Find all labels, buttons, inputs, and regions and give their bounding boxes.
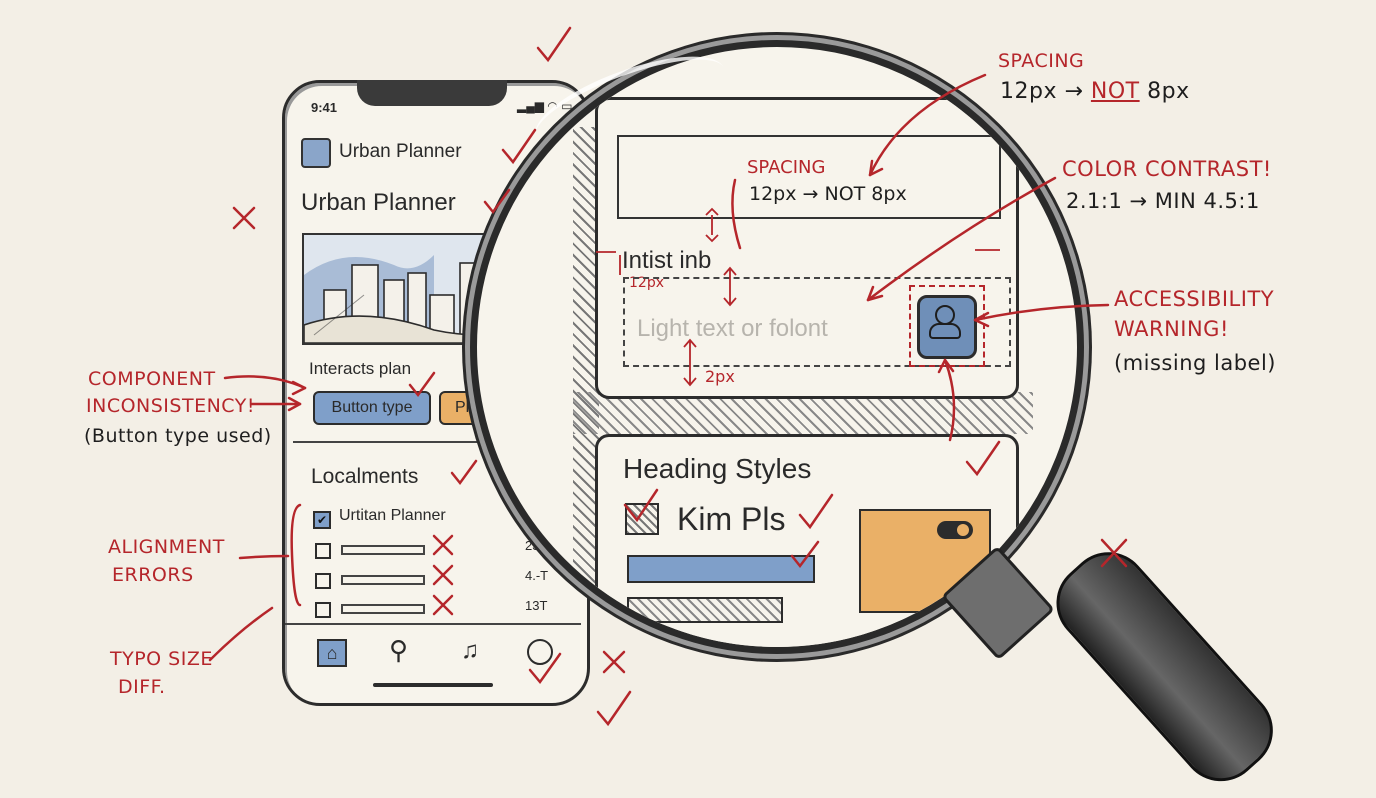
side-value: 4.-T (525, 568, 549, 583)
status-icons: ▂▄▆ ◠ ▭ (517, 99, 573, 113)
user-icon-body (929, 323, 961, 339)
status-time: 9:41 (311, 100, 338, 115)
list-bar (341, 545, 425, 555)
sketch-canvas: { "phone": { "status_time": "9:41", "app… (84, 26, 1290, 798)
checkbox-zoomed[interactable] (625, 503, 659, 535)
profile-icon[interactable] (527, 639, 553, 665)
primary-button[interactable]: Button type (313, 391, 431, 425)
small-gap-label: 12px (629, 275, 664, 291)
side-value: 23 (525, 538, 540, 553)
section-label: Interacts plan (309, 359, 412, 378)
a11y-title-1: ACCESSIBILITY (1114, 287, 1275, 311)
divider (293, 441, 563, 443)
app-name: Urban Planner (339, 141, 462, 162)
typo-title-1: TYPO SIZE (110, 648, 213, 670)
blue-bar (627, 555, 815, 583)
alignment-title-2: ERRORS (112, 564, 194, 586)
input-placeholder: Light text or folont (637, 315, 828, 342)
list-first-checkbox[interactable]: ✔ (313, 511, 331, 529)
toggle-knob (957, 524, 969, 536)
spacing-detail: 12px → NOT 8px (1000, 78, 1190, 106)
bottom-nav (285, 623, 581, 625)
list-checkbox[interactable] (315, 573, 331, 589)
spacing-detail-prefix: 12px → (1000, 79, 1084, 104)
spacing-title: SPACING (998, 50, 1085, 72)
typo-title-2: DIFF. (118, 676, 166, 698)
magnifier-handle (1040, 535, 1290, 798)
list-bar (341, 604, 425, 614)
list-first-item: Urtitan Planner (339, 507, 446, 524)
contrast-title: COLOR CONTRAST! (1062, 157, 1272, 181)
field-label: Intist inb (622, 247, 712, 274)
inner-spacing-label: SPACING (747, 157, 826, 178)
app-logo-icon (301, 138, 331, 168)
component-title-2: INCONSISTENCY! (86, 395, 255, 417)
home-indicator (373, 683, 493, 687)
list-heading: Localments (311, 465, 419, 488)
side-value: 13T (525, 598, 548, 613)
a11y-detail: (missing label) (1114, 351, 1276, 375)
alignment-title-1: ALIGNMENT (108, 536, 225, 558)
component-detail: (Button type used) (84, 425, 272, 447)
warning-frame (909, 285, 985, 367)
list-checkbox[interactable] (315, 543, 331, 559)
spacing-detail-not: NOT (1090, 79, 1140, 104)
home-icon[interactable]: ⌂ (317, 639, 347, 667)
component-title-1: COMPONENT (88, 368, 216, 390)
contrast-detail: 2.1:1 → MIN 4.5:1 (1066, 189, 1260, 213)
list-bar (341, 575, 425, 585)
page-title: Urban Planner (301, 189, 456, 216)
hatch-left (573, 127, 599, 607)
checkbox-text: Kim Pls (677, 501, 786, 537)
phone-notch (357, 80, 507, 106)
a11y-title-2: WARNING! (1114, 317, 1229, 341)
spacing-detail-suffix: 8px (1147, 79, 1190, 104)
heading-styles: Heading Styles (623, 453, 812, 484)
hatched-bar (627, 597, 783, 623)
search-icon[interactable]: ⚲ (389, 635, 409, 665)
bottom-gap-label: 2px (705, 367, 735, 386)
hatch-middle (573, 392, 1033, 434)
inner-spacing-value: 12px → NOT 8px (749, 183, 907, 205)
list-checkbox[interactable] (315, 602, 331, 618)
text-input-zoomed[interactable] (623, 277, 1011, 367)
bell-icon[interactable]: ♫ (461, 637, 479, 664)
